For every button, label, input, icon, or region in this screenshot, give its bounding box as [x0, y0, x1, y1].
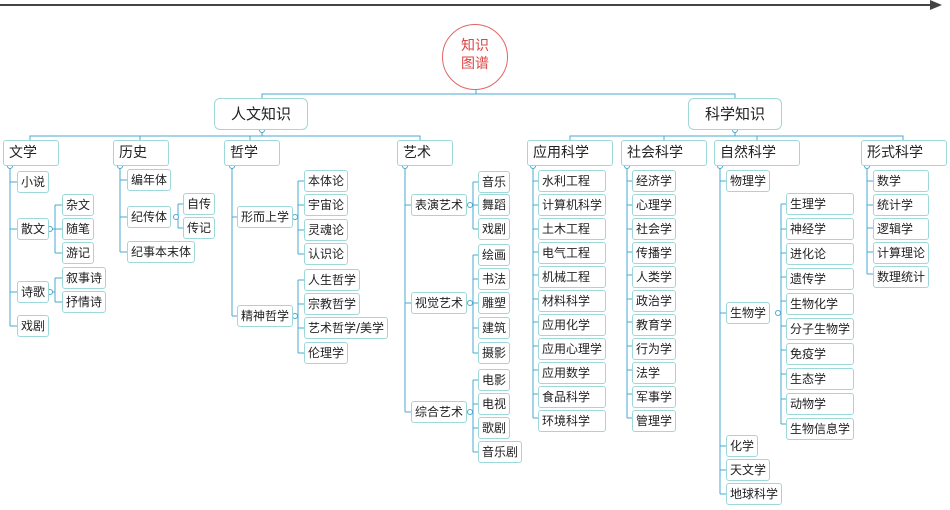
lit-drama-node[interactable]: 戏剧 — [17, 315, 50, 337]
bio-sub-node[interactable]: 自传 — [183, 193, 216, 215]
art-perform-node[interactable]: 表演艺术 — [411, 194, 468, 216]
meta-sub-node[interactable]: 本体论 — [304, 170, 349, 192]
bio-sub-node[interactable]: 遗传学 — [786, 268, 855, 290]
prose-sub-node[interactable]: 随笔 — [62, 218, 95, 240]
lit-poetry-node[interactable]: 诗歌 — [17, 281, 50, 303]
hist-bio-node[interactable]: 纪传体 — [127, 206, 172, 228]
art-visual-node[interactable]: 视觉艺术 — [411, 292, 468, 314]
synth-sub-node[interactable]: 歌剧 — [478, 417, 511, 439]
social-item-node[interactable]: 社会学 — [632, 218, 677, 240]
spirit-sub-node[interactable]: 艺术哲学/美学 — [304, 317, 389, 339]
nat-earth-node[interactable]: 地球科学 — [726, 483, 783, 505]
nat-biology-node[interactable]: 生物学 — [726, 302, 771, 324]
visual-sub-node[interactable]: 建筑 — [478, 317, 511, 339]
bio-sub-node[interactable]: 生理学 — [786, 193, 855, 215]
social-item-node[interactable]: 法学 — [632, 362, 677, 384]
root-node[interactable]: 知识 图谱 — [442, 24, 508, 90]
philosophy-node[interactable]: 哲学 — [224, 140, 280, 166]
applied-item-node[interactable]: 材料科学 — [538, 290, 607, 312]
bio-sub-node[interactable]: 生物信息学 — [786, 418, 855, 440]
poetry-sub-node[interactable]: 叙事诗 — [62, 267, 107, 289]
social-item-node[interactable]: 心理学 — [632, 194, 677, 216]
applied-item-node[interactable]: 应用化学 — [538, 314, 607, 336]
literature-node[interactable]: 文学 — [3, 140, 59, 166]
science-branch-node[interactable]: 科学知识 — [688, 98, 783, 130]
applied-item-node[interactable]: 应用数学 — [538, 362, 607, 384]
bio-sub-node[interactable]: 进化论 — [786, 243, 855, 265]
social-item-node[interactable]: 管理学 — [632, 410, 677, 432]
social-item-node[interactable]: 军事学 — [632, 386, 677, 408]
bio-sub-node[interactable]: 神经学 — [786, 218, 855, 240]
applied-item-node[interactable]: 环境科学 — [538, 410, 607, 432]
perform-sub-node[interactable]: 音乐 — [478, 171, 511, 193]
applied-item-node[interactable]: 应用心理学 — [538, 338, 607, 360]
social-item-node[interactable]: 教育学 — [632, 314, 677, 336]
synth-sub-node[interactable]: 电视 — [478, 393, 511, 415]
art-node[interactable]: 艺术 — [397, 140, 453, 166]
formal-item-node[interactable]: 计算理论 — [873, 242, 930, 264]
meta-sub-node[interactable]: 认识论 — [304, 243, 349, 265]
applied-item-node[interactable]: 电气工程 — [538, 242, 607, 264]
visual-sub-node[interactable]: 摄影 — [478, 342, 511, 364]
nat-astronomy-node[interactable]: 天文学 — [726, 459, 771, 481]
applied-science-node[interactable]: 应用科学 — [527, 140, 613, 166]
applied-item-node[interactable]: 机械工程 — [538, 266, 607, 288]
social-item-node[interactable]: 传播学 — [632, 242, 677, 264]
formal-item-node[interactable]: 统计学 — [873, 194, 930, 216]
social-item-node[interactable]: 行为学 — [632, 338, 677, 360]
meta-sub-node[interactable]: 宇宙论 — [304, 194, 349, 216]
root-label-line2: 图谱 — [461, 56, 489, 72]
root-label-line1: 知识 — [461, 38, 489, 54]
prose-sub-node[interactable]: 杂文 — [62, 194, 95, 216]
meta-sub-node[interactable]: 灵魂论 — [304, 219, 349, 241]
bio-sub-node[interactable]: 生态学 — [786, 368, 855, 390]
art-synth-node[interactable]: 综合艺术 — [411, 401, 468, 423]
visual-sub-node[interactable]: 雕塑 — [478, 292, 511, 314]
bio-sub-node[interactable]: 免疫学 — [786, 343, 855, 365]
spirit-sub-node[interactable]: 伦理学 — [304, 342, 349, 364]
bio-sub-node[interactable]: 生物化学 — [786, 293, 855, 315]
synth-sub-node[interactable]: 电影 — [478, 369, 511, 391]
visual-sub-node[interactable]: 书法 — [478, 268, 511, 290]
social-science-node[interactable]: 社会科学 — [621, 140, 707, 166]
nat-chemistry-node[interactable]: 化学 — [726, 435, 759, 457]
formal-item-node[interactable]: 逻辑学 — [873, 218, 930, 240]
applied-item-node[interactable]: 土木工程 — [538, 218, 607, 240]
nat-physics-node[interactable]: 物理学 — [726, 170, 771, 192]
bio-sub-node[interactable]: 传记 — [183, 217, 216, 239]
bio-sub-node[interactable]: 动物学 — [786, 393, 855, 415]
lit-novel-node[interactable]: 小说 — [17, 171, 50, 193]
perform-sub-node[interactable]: 戏剧 — [478, 218, 511, 240]
prose-sub-node[interactable]: 游记 — [62, 242, 95, 264]
social-item-node[interactable]: 人类学 — [632, 266, 677, 288]
poetry-sub-node[interactable]: 抒情诗 — [62, 291, 107, 313]
bio-sub-node[interactable]: 分子生物学 — [786, 318, 855, 340]
phil-meta-node[interactable]: 形而上学 — [237, 206, 294, 228]
applied-item-node[interactable]: 食品科学 — [538, 386, 607, 408]
formal-science-node[interactable]: 形式科学 — [861, 140, 947, 166]
formal-item-node[interactable]: 数学 — [873, 170, 930, 192]
spirit-sub-node[interactable]: 人生哲学 — [304, 269, 361, 291]
lit-prose-node[interactable]: 散文 — [17, 218, 50, 240]
phil-spirit-node[interactable]: 精神哲学 — [237, 305, 294, 327]
visual-sub-node[interactable]: 绘画 — [478, 244, 511, 266]
applied-item-node[interactable]: 计算机科学 — [538, 194, 607, 216]
history-node[interactable]: 历史 — [113, 140, 169, 166]
humanities-branch-node[interactable]: 人文知识 — [214, 98, 309, 130]
applied-item-node[interactable]: 水利工程 — [538, 170, 607, 192]
social-item-node[interactable]: 政治学 — [632, 290, 677, 312]
social-item-node[interactable]: 经济学 — [632, 170, 677, 192]
spirit-sub-node[interactable]: 宗教哲学 — [304, 293, 361, 315]
synth-sub-node[interactable]: 音乐剧 — [478, 441, 523, 463]
natural-science-node[interactable]: 自然科学 — [714, 140, 800, 166]
hist-chrono-node[interactable]: 编年体 — [127, 169, 172, 191]
perform-sub-node[interactable]: 舞蹈 — [478, 194, 511, 216]
formal-item-node[interactable]: 数理统计 — [873, 266, 930, 288]
hist-event-node[interactable]: 纪事本末体 — [127, 241, 196, 263]
